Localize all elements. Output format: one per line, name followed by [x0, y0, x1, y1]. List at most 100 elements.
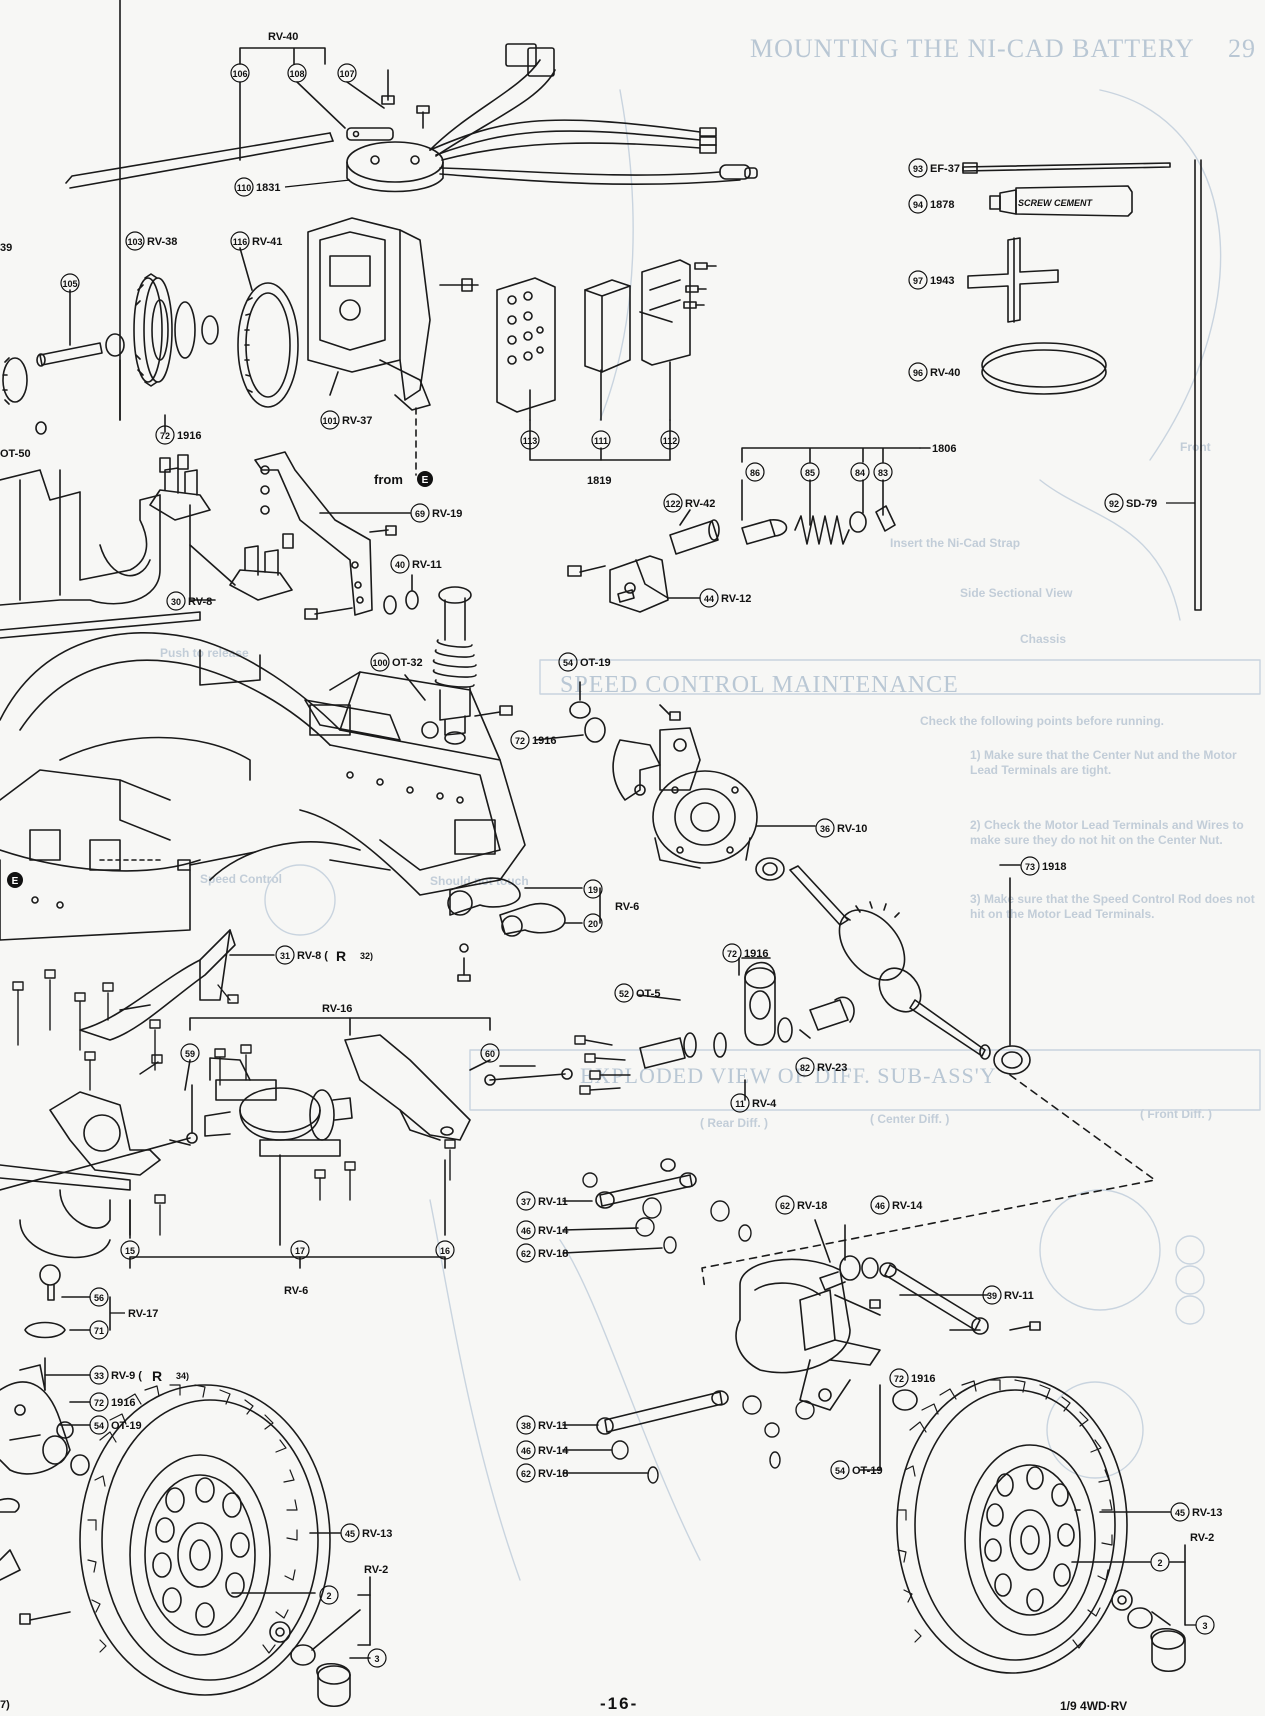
ghost-outlines — [264, 89, 1261, 1581]
svg-text:62: 62 — [521, 1469, 531, 1479]
diff-center-72 — [744, 961, 855, 1046]
brackets-30 — [149, 454, 294, 601]
svg-text:OT-19: OT-19 — [580, 657, 611, 669]
callout-54a: 54 OT-19 — [558, 652, 611, 672]
svg-text:15: 15 — [125, 1246, 135, 1256]
svg-text:46: 46 — [875, 1201, 885, 1211]
gearbox-housing — [307, 217, 479, 476]
svg-text:EF-37: EF-37 — [930, 163, 960, 175]
ghost-check-intro: Check the following points before runnin… — [920, 714, 1164, 728]
svg-text:20: 20 — [588, 919, 598, 929]
svg-text:84: 84 — [855, 468, 865, 478]
ball-stud-56 — [39, 1264, 61, 1301]
shock-absorber — [433, 586, 513, 745]
callout-107: 107 — [337, 63, 357, 83]
callout-86: 86 — [745, 462, 765, 482]
svg-text:RV-23: RV-23 — [817, 1062, 847, 1074]
tire-tread-left — [87, 1384, 298, 1654]
battery-plate-113 — [496, 277, 556, 413]
svg-text:RV-13: RV-13 — [1192, 1507, 1222, 1519]
rear-knuckle — [612, 727, 701, 801]
svg-text:OT-19: OT-19 — [111, 1420, 142, 1432]
wheel-right — [896, 1376, 1128, 1674]
svg-text:3: 3 — [1202, 1621, 1207, 1631]
svg-text:RV-37: RV-37 — [342, 415, 372, 427]
callout-62c: 62 RV-18 — [516, 1463, 568, 1483]
svg-text:RV-8: RV-8 — [188, 596, 212, 608]
bracket-44 — [567, 555, 669, 613]
svg-text:RV-14: RV-14 — [538, 1445, 569, 1457]
resistor-block-111 — [584, 279, 631, 373]
callout-72c: 72 1916 — [722, 943, 768, 963]
callout-62a: 62 RV-18 — [516, 1243, 568, 1263]
svg-text:72: 72 — [94, 1398, 104, 1408]
svg-text:RV-14: RV-14 — [538, 1225, 569, 1237]
antenna-rod-part — [65, 132, 334, 189]
svg-text:72: 72 — [727, 949, 737, 959]
callout-1806: 1806 — [932, 443, 956, 455]
callout-62b: 62 RV-18 — [775, 1195, 827, 1215]
svg-text:RV-4: RV-4 — [752, 1098, 777, 1110]
svg-text:16: 16 — [440, 1246, 450, 1256]
battery-tray — [0, 469, 161, 606]
svg-text:110: 110 — [237, 183, 252, 193]
svg-text:RV-11: RV-11 — [538, 1196, 568, 1208]
callout-44: 44 RV-12 — [699, 588, 751, 608]
ghost-check-1: 1) Make sure that the Center Nut and the… — [970, 748, 1237, 777]
upright-plate-69 — [254, 451, 373, 616]
svg-text:40: 40 — [395, 560, 405, 570]
callout-30: 30 RV-8 — [166, 591, 212, 611]
svg-text:1916: 1916 — [532, 735, 556, 747]
rod-39 — [879, 1262, 989, 1335]
callout-96: 96 RV-40 — [908, 362, 960, 382]
svg-text:RV-18: RV-18 — [538, 1248, 568, 1260]
callout-46c: 46 RV-14 — [516, 1440, 569, 1460]
callout-122: 122 RV-42 — [663, 493, 715, 513]
callout-103: 103 RV-38 — [125, 231, 177, 251]
callout-112: 112 — [660, 430, 680, 450]
ball-joint-19 — [447, 877, 521, 916]
callout-45b: 45 RV-13 — [1170, 1502, 1222, 1522]
svg-text:E: E — [12, 876, 19, 887]
callout-ot50: OT-50 — [0, 448, 31, 460]
callout-40: 40 RV-11 — [390, 554, 442, 574]
svg-text:100: 100 — [372, 658, 387, 668]
svg-text:62: 62 — [780, 1201, 790, 1211]
svg-text:94: 94 — [913, 200, 923, 210]
callout-39-cut: 39 — [0, 242, 12, 254]
callout-93: 93 EF-37 — [908, 158, 960, 178]
tube-122 — [669, 519, 720, 555]
svg-text:107: 107 — [339, 69, 354, 79]
callout-11: 11 RV-4 — [730, 1093, 777, 1113]
svg-text:96: 96 — [913, 368, 923, 378]
callout-82: 82 RV-23 — [795, 1057, 847, 1077]
svg-text:RV-40: RV-40 — [930, 367, 960, 379]
svg-text:46: 46 — [521, 1226, 531, 1236]
e-marker-left: E — [7, 872, 23, 888]
front-knuckle-33 — [0, 1364, 71, 1475]
svg-text:1878: 1878 — [930, 199, 954, 211]
callout-110: 110 1831 — [234, 177, 280, 197]
diff-case-36 — [652, 770, 758, 869]
bracket-112 — [639, 259, 717, 366]
callout-72b: 72 1916 — [510, 730, 556, 750]
callout-7-cut: 7) — [0, 1699, 10, 1711]
svg-text:11: 11 — [735, 1099, 745, 1109]
callout-33: 33 RV-9 ( R 34) — [89, 1365, 189, 1385]
svg-text:71: 71 — [94, 1326, 104, 1336]
svg-text:69: 69 — [415, 509, 425, 519]
svg-text:105: 105 — [62, 279, 77, 289]
callout-rv17: RV-17 — [128, 1308, 158, 1320]
callout-69: 69 RV-19 — [410, 503, 462, 523]
svg-text:RV-13: RV-13 — [362, 1528, 392, 1540]
svg-text:2: 2 — [326, 1591, 331, 1601]
svg-text:54: 54 — [563, 658, 573, 668]
svg-text:RV-8 (: RV-8 ( — [297, 950, 328, 962]
callout-46b: 46 RV-14 — [870, 1195, 923, 1215]
screw-cement-tube — [989, 185, 1133, 217]
callout-85: 85 — [800, 462, 820, 482]
cross-wrench-97 — [967, 237, 1059, 323]
callout-46a: 46 RV-14 — [516, 1220, 569, 1240]
svg-text:RV-18: RV-18 — [797, 1200, 827, 1212]
callout-97: 97 1943 — [908, 270, 954, 290]
